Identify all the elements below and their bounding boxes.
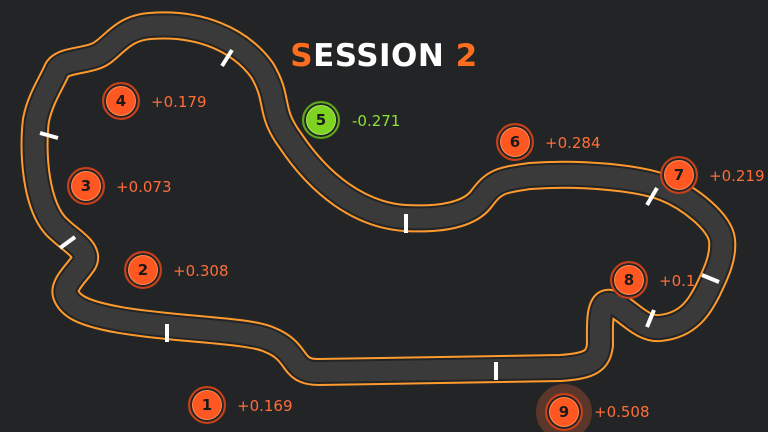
sector-badge-1: 1 [188,386,226,424]
sector-badge-6: 6 [496,123,534,161]
sector-badge-2: 2 [124,251,162,289]
sector-delta-3: +0.073 [116,178,172,196]
sector-badge-9: 9 [545,393,583,431]
sector-delta-6: +0.284 [545,134,601,152]
sector-delta-8: +0.1 [659,272,696,290]
session-number: 2 [455,38,478,74]
sector-badge-5: 5 [302,101,340,139]
sector-delta-4: +0.179 [151,93,207,111]
sector-badge-4: 4 [102,82,140,120]
title-word: ESSION [313,38,445,74]
sector-badge-8: 8 [610,261,648,299]
sector-delta-1: +0.169 [237,397,293,415]
sector-divider [645,186,659,207]
sector-delta-9: +0.508 [594,403,650,421]
track-surface [24,15,733,382]
page-title: SESSION 2 [0,38,768,74]
sector-badge-3: 3 [67,167,105,205]
sector-divider [39,131,59,140]
sector-delta-7: +0.219 [709,167,765,185]
sector-divider [220,48,234,68]
sector-divider [58,235,77,250]
sector-badge-7: 7 [660,156,698,194]
sector-delta-2: +0.308 [173,262,229,280]
sector-divider [701,273,720,284]
sector-delta-5: -0.271 [352,112,401,130]
sector-divider [645,309,656,328]
title-first-letter: S [290,38,314,74]
